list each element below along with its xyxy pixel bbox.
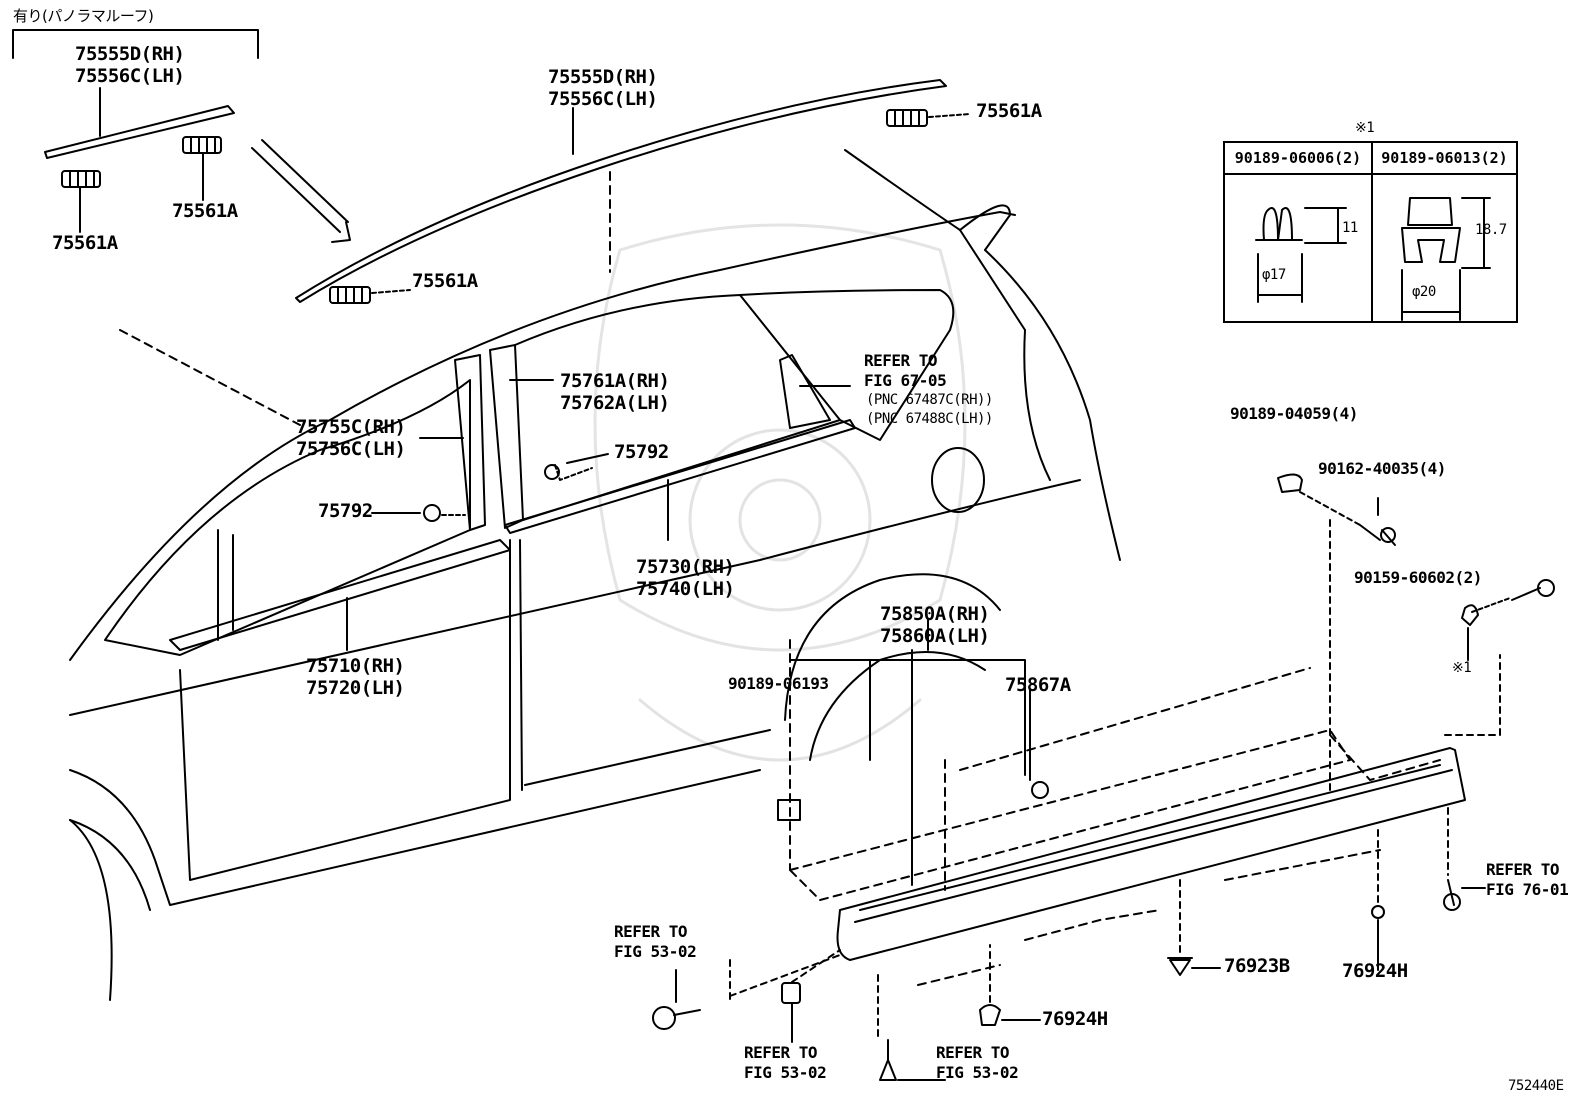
panorama-bracket — [12, 29, 259, 59]
fasteners — [652, 473, 1555, 1081]
label-belt-front-lh: 75720(LH) — [306, 677, 405, 699]
label-clip-90189-04059: 90189-04059(4) — [1230, 404, 1358, 423]
label-pnc-rh: (PNC 67487C(RH)) — [866, 392, 993, 408]
clip-table-col1-header: 90189-06006(2) — [1225, 143, 1371, 175]
label-belt-front-rh: 75710(RH) — [306, 655, 405, 677]
clip2-height: 18.7 — [1475, 222, 1507, 238]
label-screw-90162-40035: 90162-40035(4) — [1318, 459, 1446, 478]
label-clip-75792-b: 75792 — [318, 500, 373, 522]
clip-table-note: ※1 — [1355, 120, 1375, 136]
label-refer-76-line2: FIG 76-01 — [1486, 880, 1569, 899]
label-refer-53-a-line1: REFER TO — [614, 922, 688, 941]
label-pillar-rear-rh: 75761A(RH) — [560, 370, 670, 392]
label-roof-mold-inset-lh: 75556C(LH) — [75, 65, 185, 87]
label-clip-76924h-lower: 76924H — [1042, 1008, 1108, 1030]
label-pillar-front-lh: 75756C(LH) — [296, 438, 406, 460]
panorama-roof-note: 有り(パノラマルーフ) — [13, 7, 154, 25]
leaders-upper — [119, 329, 851, 522]
label-pillar-front-rh: 75755C(RH) — [296, 416, 406, 438]
roof-molding — [295, 79, 971, 304]
belt-moldings — [169, 419, 856, 651]
clip-detail-drawings — [1255, 197, 1491, 321]
label-rocker-lh: 75860A(LH) — [880, 625, 990, 647]
label-pnc-lh: (PNC 67488C(LH)) — [866, 411, 993, 427]
label-clip-75867a: 75867A — [1005, 674, 1071, 696]
label-roof-mold-inset-rh: 75555D(RH) — [75, 43, 185, 65]
label-roof-mold-lh: 75556C(LH) — [548, 88, 658, 110]
clip1-height: 11 — [1342, 220, 1358, 236]
inset-roof-molding — [44, 87, 351, 243]
label-refer-53-c-line2: FIG 53-02 — [936, 1063, 1019, 1082]
label-clip-76924h-right: 76924H — [1342, 960, 1408, 982]
label-pillar-rear-lh: 75762A(LH) — [560, 392, 670, 414]
label-clip-75561a-a: 75561A — [52, 232, 118, 254]
label-roof-mold-rh: 75555D(RH) — [548, 66, 658, 88]
label-clip-75561a-b: 75561A — [172, 200, 238, 222]
label-belt-rear-lh: 75740(LH) — [636, 578, 735, 600]
label-clip-75792-a: 75792 — [614, 441, 669, 463]
clip2-diameter: φ20 — [1412, 284, 1436, 300]
label-refer-67-line2: FIG 67-05 — [864, 371, 947, 390]
label-refer-67-line1: REFER TO — [864, 351, 938, 370]
rocker-panel — [789, 519, 1501, 986]
label-refer-53-b-line1: REFER TO — [744, 1043, 818, 1062]
label-refer-53-b-line2: FIG 53-02 — [744, 1063, 827, 1082]
clip-table-divider — [1371, 143, 1373, 321]
label-refer-53-a-line2: FIG 53-02 — [614, 942, 697, 961]
clip1-diameter: φ17 — [1262, 267, 1286, 283]
label-clip-75561a-c: 75561A — [976, 100, 1042, 122]
label-clip-75561a-d: 75561A — [412, 270, 478, 292]
label-refer-76-line1: REFER TO — [1486, 860, 1560, 879]
car-body — [69, 149, 1121, 1001]
watermark — [593, 223, 967, 762]
label-refer-53-c-line1: REFER TO — [936, 1043, 1010, 1062]
label-rocker-rh: 75850A(RH) — [880, 603, 990, 625]
label-screw-90189-06193: 90189-06193 — [728, 674, 829, 693]
clip-table-col2-header: 90189-06013(2) — [1373, 143, 1516, 175]
diagram-code: 752440E — [1508, 1078, 1564, 1094]
label-belt-rear-rh: 75730(RH) — [636, 556, 735, 578]
label-screw-90159-60602: 90159-60602(2) — [1354, 568, 1482, 587]
label-note-1-small: ※1 — [1452, 660, 1472, 676]
label-clip-76923b: 76923B — [1224, 955, 1290, 977]
clip-detail-table: 90189-06006(2) 90189-06013(2) — [1223, 141, 1518, 323]
